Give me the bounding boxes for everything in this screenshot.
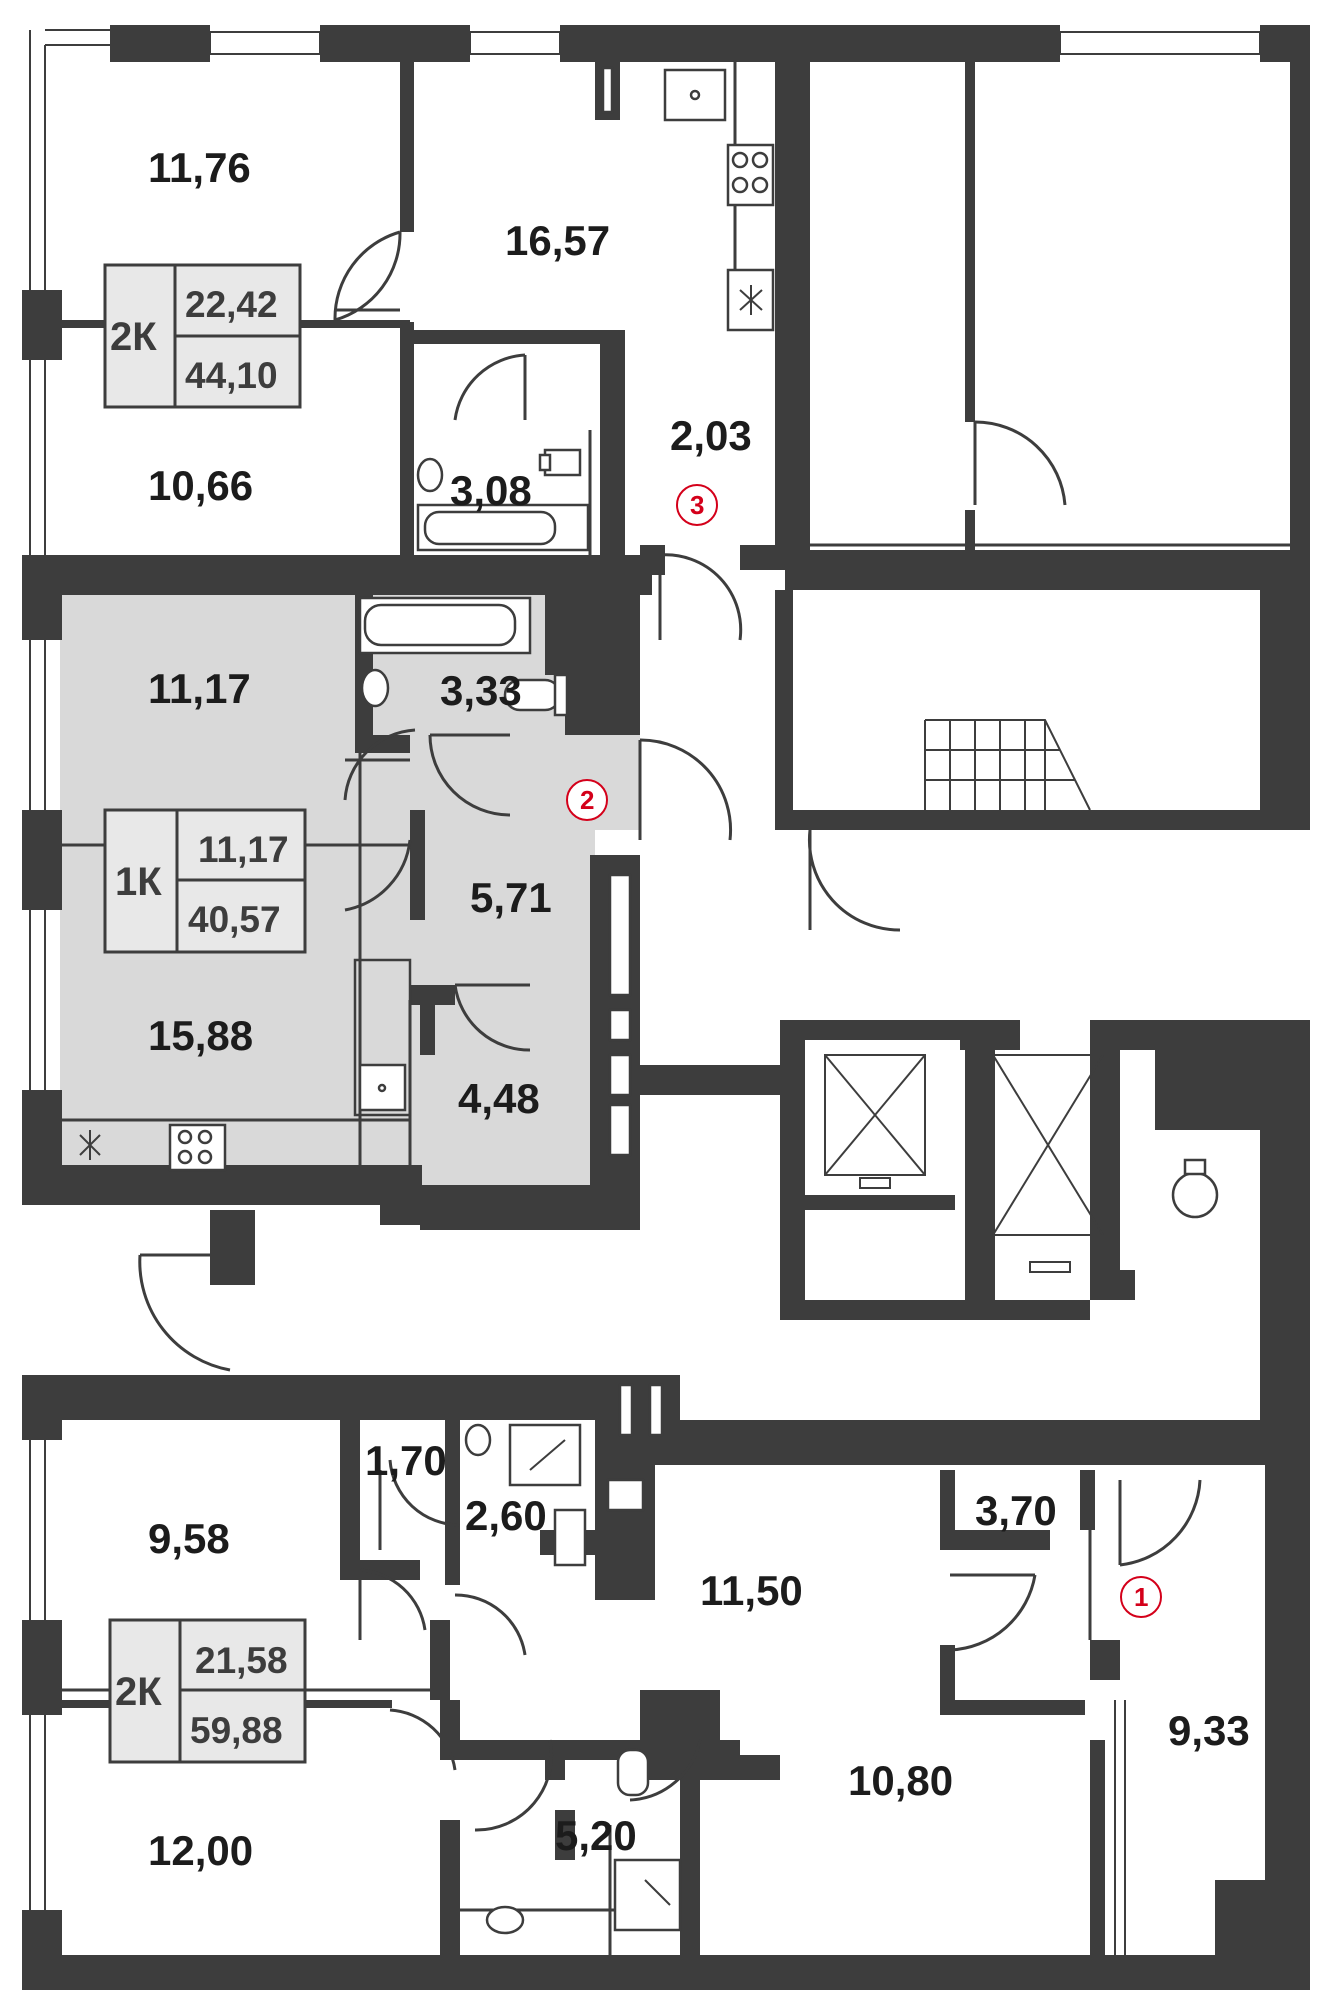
sink-icon xyxy=(358,1063,407,1112)
entry-marker-number: 1 xyxy=(1134,1582,1148,1612)
sink-icon xyxy=(360,668,390,708)
bath-fixtures-middle xyxy=(358,596,569,717)
room-area: 12,00 xyxy=(148,1827,253,1874)
entry-marker-3: 3 xyxy=(676,484,718,526)
room-area: 2,03 xyxy=(670,412,752,459)
room-area: 10,66 xyxy=(148,462,253,509)
unit-total-area: 40,57 xyxy=(188,899,281,940)
sink-icon xyxy=(464,1423,492,1457)
kitchen-fixtures-middle xyxy=(79,958,412,1172)
shower-icon xyxy=(508,1423,582,1487)
unit-living-area: 11,17 xyxy=(198,829,289,870)
entry-marker-number: 3 xyxy=(690,490,704,520)
unit-living-area: 22,42 xyxy=(185,284,278,325)
toilet-icon xyxy=(538,448,582,477)
room-area: 4,48 xyxy=(458,1075,540,1122)
room-area: 9,58 xyxy=(148,1515,230,1562)
room-area: 3,33 xyxy=(440,667,522,714)
room-area: 5,20 xyxy=(555,1812,637,1859)
stove-icon xyxy=(168,1123,227,1172)
room-area: 5,71 xyxy=(470,874,552,921)
room-areas-middle-unit: 11,17 3,33 5,71 15,88 4,48 xyxy=(148,665,552,1122)
stove-icon xyxy=(726,143,775,207)
sink-icon xyxy=(485,1905,525,1935)
entry-marker-number: 2 xyxy=(580,785,594,815)
walls xyxy=(22,25,1310,1990)
room-areas-top-unit: 11,76 16,57 10,66 3,08 2,03 xyxy=(148,144,752,514)
bath-fixtures-bottom xyxy=(464,1423,682,1935)
unit-info-middle: 1К 11,17 40,57 xyxy=(62,808,410,954)
sink-icon xyxy=(416,457,444,493)
room-area: 2,60 xyxy=(465,1492,547,1539)
unit-type-label: 2К xyxy=(115,1670,162,1714)
bathtub-icon xyxy=(416,503,590,552)
unit-type-label: 1К xyxy=(115,860,162,904)
unit-total-area: 59,88 xyxy=(190,1710,283,1751)
kitchen-fixtures-top xyxy=(663,68,775,332)
unit-info-bottom: 2К 21,58 59,88 xyxy=(62,1618,445,1764)
room-area: 10,80 xyxy=(848,1757,953,1804)
bath-fixtures-top xyxy=(416,448,590,552)
room-area: 3,70 xyxy=(975,1487,1057,1534)
room-area: 11,17 xyxy=(148,665,251,712)
room-areas-bottom-unit: 9,58 1,70 2,60 11,50 3,70 9,33 12,00 5,2… xyxy=(148,1437,1250,1874)
toilet-icon xyxy=(616,1748,650,1797)
unit-type-label: 2К xyxy=(110,315,157,359)
elevator-icon xyxy=(992,1054,1104,1273)
fridge-icon xyxy=(79,1130,101,1160)
sink-icon xyxy=(663,68,727,122)
entry-marker-2: 2 xyxy=(566,779,608,821)
room-area: 3,08 xyxy=(450,467,532,514)
unit-info-top: 2К 22,42 44,10 xyxy=(103,263,400,409)
unit-living-area: 21,58 xyxy=(195,1640,288,1681)
room-area: 15,88 xyxy=(148,1012,253,1059)
shower-icon xyxy=(613,1858,682,1932)
toilet-icon xyxy=(503,673,569,717)
room-area: 9,33 xyxy=(1168,1707,1250,1754)
unit-total-area: 44,10 xyxy=(185,355,278,396)
room-area: 16,57 xyxy=(505,217,610,264)
entry-marker-1: 1 xyxy=(1120,1576,1162,1618)
bathtub-icon xyxy=(358,596,532,655)
stairs-icon xyxy=(924,719,1091,811)
elevator-icon xyxy=(824,1054,926,1189)
room-area: 11,76 xyxy=(148,144,251,191)
door-swing-icon xyxy=(138,230,1202,1832)
toilet-icon xyxy=(1171,1158,1219,1219)
fridge-icon xyxy=(726,268,775,332)
room-area: 11,50 xyxy=(700,1567,803,1614)
room-area: 1,70 xyxy=(365,1437,447,1484)
